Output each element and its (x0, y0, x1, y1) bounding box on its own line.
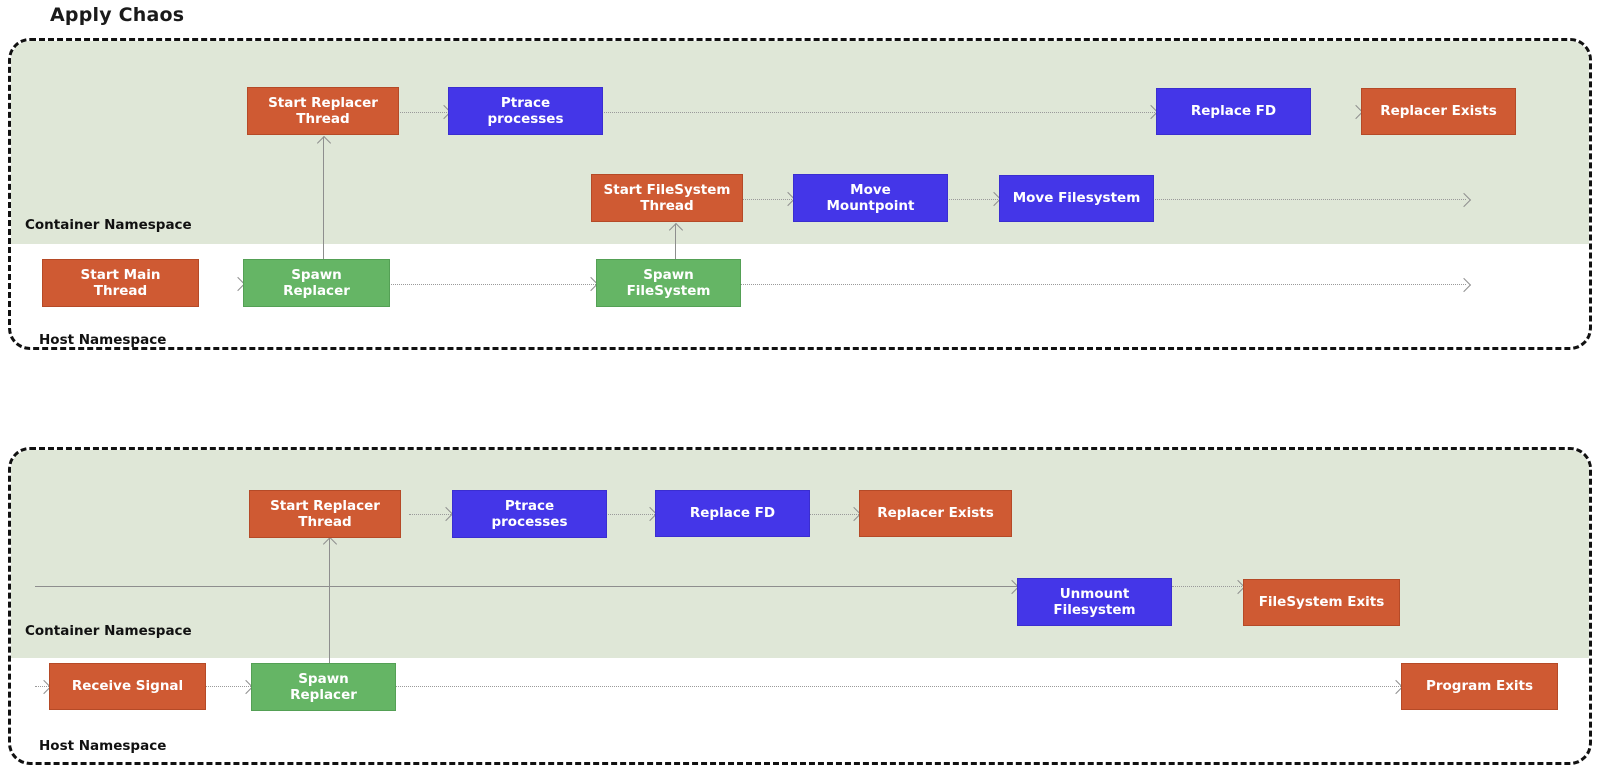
timeline-host-row (391, 284, 1466, 285)
node-replacer-exists[interactable]: Replacer Exists (1361, 88, 1516, 135)
node-filesystem-exits[interactable]: FileSystem Exits (1243, 579, 1400, 626)
edge-unmount-to-exits (1172, 586, 1244, 587)
timeline-host-row-p2 (35, 686, 1401, 687)
label-host-namespace-2: Host Namespace (39, 738, 167, 754)
node-start-filesystem-thread[interactable]: Start FileSystem Thread (591, 174, 743, 222)
node-receive-signal[interactable]: Receive Signal (49, 663, 206, 710)
node-spawn-replacer-2[interactable]: Spawn Replacer (251, 663, 396, 711)
node-replacer-exists-2[interactable]: Replacer Exists (859, 490, 1012, 537)
container-namespace-band-2 (11, 450, 1589, 658)
node-spawn-filesystem[interactable]: Spawn FileSystem (596, 259, 741, 307)
panel-teardown-sequence: Start Replacer Thread Ptrace processes R… (8, 447, 1592, 765)
node-replace-fd-2[interactable]: Replace FD (655, 490, 810, 537)
timeline-container-row1-p2 (409, 514, 869, 515)
page-title: Apply Chaos (50, 4, 185, 26)
panel-startup-sequence: Start Replacer Thread Ptrace processes R… (8, 38, 1592, 350)
link-spawn-replacer-to-thread (323, 137, 324, 297)
node-start-main-thread[interactable]: Start Main Thread (42, 259, 199, 307)
timeline-container-row1 (369, 112, 1169, 113)
node-start-replacer-thread-2[interactable]: Start Replacer Thread (249, 490, 401, 538)
node-unmount-filesystem[interactable]: Unmount Filesystem (1017, 578, 1172, 626)
label-host-namespace-1: Host Namespace (39, 332, 167, 348)
node-move-filesystem[interactable]: Move Filesystem (999, 175, 1154, 222)
link-spawn-replacer-to-thread-p2 (329, 538, 330, 663)
arrowhead-host-row-end (1456, 277, 1472, 293)
timeline-container-row2-p2 (35, 586, 1019, 587)
node-start-replacer-thread[interactable]: Start Replacer Thread (247, 87, 399, 135)
node-replace-fd[interactable]: Replace FD (1156, 88, 1311, 135)
label-container-namespace-1: Container Namespace (25, 217, 192, 233)
node-ptrace-processes[interactable]: Ptrace processes (448, 87, 603, 135)
node-ptrace-processes-2[interactable]: Ptrace processes (452, 490, 607, 538)
node-move-mountpoint[interactable]: Move Mountpoint (793, 174, 948, 222)
node-program-exits[interactable]: Program Exits (1401, 663, 1558, 710)
label-container-namespace-2: Container Namespace (25, 623, 192, 639)
node-spawn-replacer[interactable]: Spawn Replacer (243, 259, 390, 307)
